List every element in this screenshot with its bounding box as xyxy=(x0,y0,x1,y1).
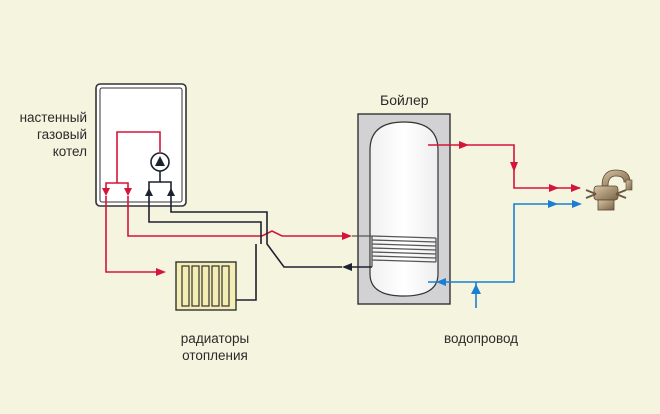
pump-icon xyxy=(150,152,170,172)
radiator-icon xyxy=(175,261,237,311)
arrow-left-icon xyxy=(436,278,446,286)
gas-boiler xyxy=(95,83,187,207)
arrow-up-icon xyxy=(471,284,481,294)
water-main-label: водопровод xyxy=(444,331,519,346)
storage-tank xyxy=(357,113,451,305)
arrow-right-icon xyxy=(572,200,582,208)
arrow-left-icon xyxy=(342,263,352,271)
radiators-label: радиаторы отопления xyxy=(160,330,270,364)
faucet-icon xyxy=(585,169,633,211)
arrow-right-icon xyxy=(549,184,559,192)
arrow-right-icon xyxy=(342,232,352,240)
hot-water-outlet xyxy=(428,144,580,189)
cold-water-line xyxy=(428,203,578,283)
arrow-right-icon xyxy=(459,141,469,149)
gas-boiler-label: настенный газовый котел xyxy=(20,109,87,160)
return-pipes xyxy=(148,196,342,301)
heat-coil-icon xyxy=(352,235,437,267)
tank-label: Бойлер xyxy=(380,92,429,108)
label-line: настенный xyxy=(19,110,87,125)
label-line: отопления xyxy=(182,348,248,363)
arrow-right-icon xyxy=(548,200,558,208)
arrow-up-icon xyxy=(167,188,175,196)
label-line: газовый xyxy=(37,127,87,142)
label-line: радиаторы xyxy=(180,331,250,346)
label-line: котел xyxy=(52,144,87,159)
arrow-right-icon xyxy=(571,184,581,192)
arrow-right-icon xyxy=(156,268,166,276)
arrow-up-icon xyxy=(145,188,153,196)
arrow-down-icon xyxy=(124,188,132,196)
arrow-down-icon xyxy=(510,162,518,172)
arrow-down-icon xyxy=(102,188,110,196)
hot-pipe-to-radiators xyxy=(105,196,158,273)
